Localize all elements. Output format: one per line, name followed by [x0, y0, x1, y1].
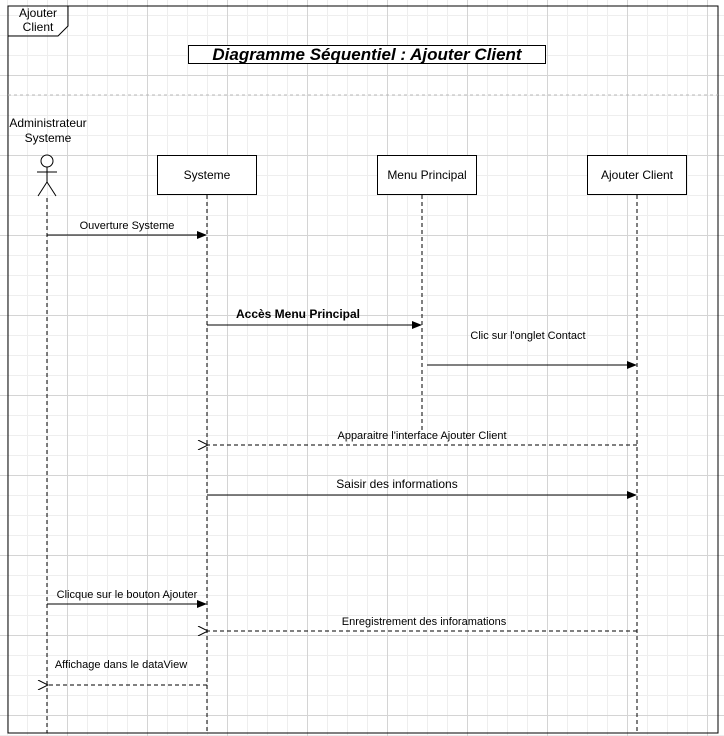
message-label-7: Enregistrement des inforamations: [341, 616, 507, 628]
frame-label-line1: Ajouter: [18, 6, 58, 20]
lifeline-systeme: Systeme: [157, 155, 257, 195]
message-label-4: Apparaitre l'interface Ajouter Client: [337, 430, 507, 442]
diagram-title: Diagramme Séquentiel : Ajouter Client: [188, 45, 546, 64]
lifeline-menu-principal: Menu Principal: [377, 155, 477, 195]
message-label-2: Accès Menu Principal: [235, 307, 361, 321]
frame-tag-border: [8, 6, 69, 37]
frame-label-line2: Client: [22, 20, 54, 34]
frame-label: Ajouter Client: [8, 6, 68, 36]
actor-label: Administrateur Systeme: [4, 116, 92, 146]
message-label-1: Ouverture Systeme: [79, 220, 175, 232]
frame-border: [7, 5, 719, 734]
message-label-5: Saisir des informations: [336, 477, 458, 491]
message-label-8: Affichage dans le dataView: [54, 659, 188, 671]
message-label-3: Clic sur l'onglet Contact: [470, 330, 586, 342]
actor-label-line2: Systeme: [24, 131, 72, 145]
message-label-6: Clicque sur le bouton Ajouter: [56, 589, 198, 601]
actor-icon: [37, 154, 57, 197]
actor-label-line1: Administrateur: [9, 116, 87, 130]
lifeline-ajouter-client: Ajouter Client: [587, 155, 687, 195]
